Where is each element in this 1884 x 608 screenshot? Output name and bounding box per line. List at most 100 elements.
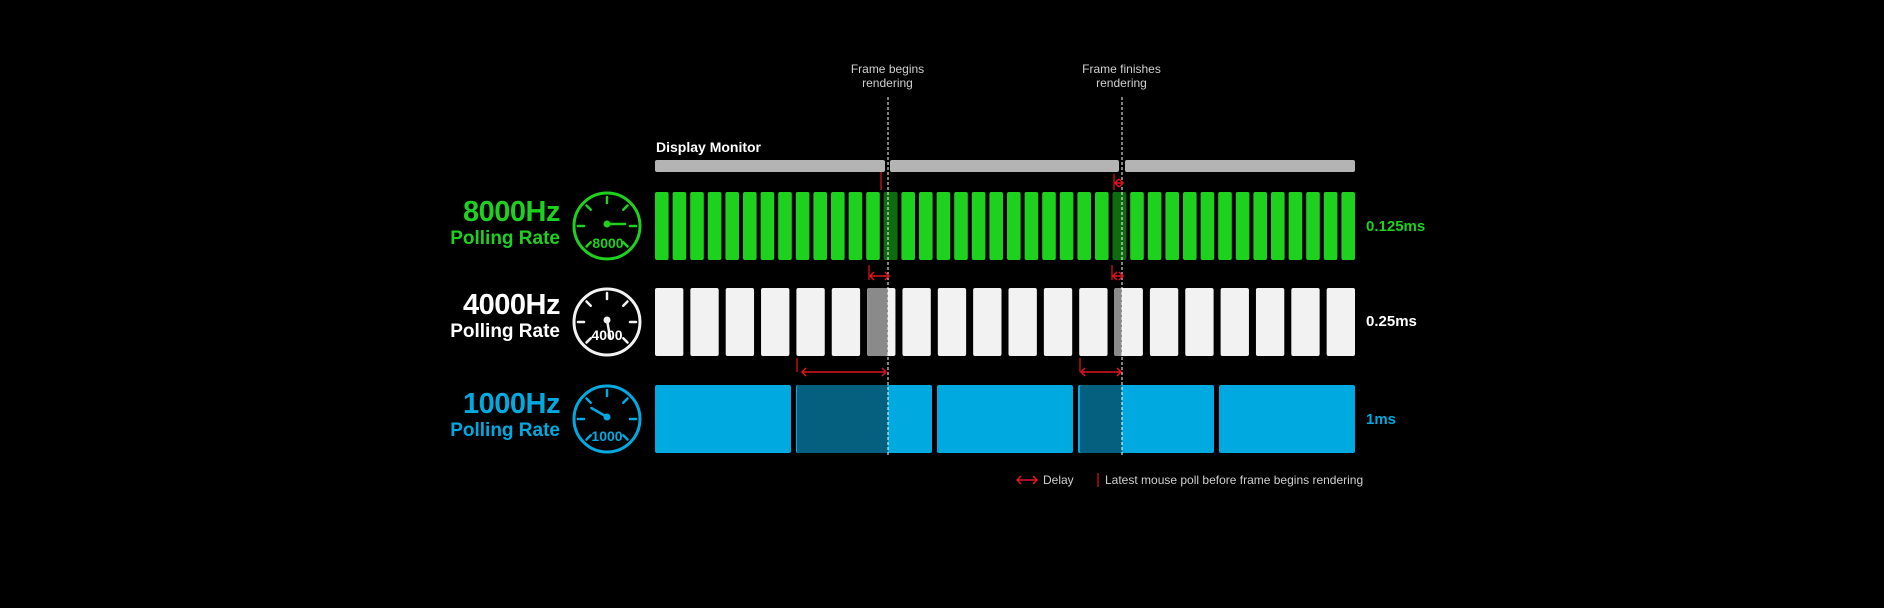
poll-block-8000 [1077, 192, 1091, 260]
poll-block-8000 [901, 192, 915, 260]
poll-block-8000 [848, 192, 863, 260]
gauge-icon-4000 [572, 287, 642, 357]
poll-block-1000 [1219, 385, 1355, 453]
legend-delay-label: Delay [1043, 473, 1074, 487]
poll-block-4000 [655, 288, 684, 356]
poll-block-4000 [796, 288, 825, 356]
poll-block-1000 [655, 385, 791, 453]
latest-poll-block [797, 385, 888, 453]
gauge-number-4000: 4000 [591, 327, 623, 343]
frame-finishes-annotation: Frame finishes rendering [1064, 62, 1179, 90]
poll-block-4000 [725, 288, 755, 356]
poll-block-8000 [1095, 192, 1109, 260]
poll-block-4000 [1291, 288, 1320, 356]
monitor-segment [655, 160, 885, 172]
interval-label-1000: 1ms [1366, 411, 1397, 428]
poll-block-8000 [831, 192, 845, 260]
delay-legend-icon [1015, 475, 1039, 485]
delay-arrow [868, 271, 891, 281]
poll-block-8000 [1042, 192, 1056, 260]
poll-block-8000 [1271, 192, 1285, 260]
poll-block-1000 [937, 385, 1073, 453]
poll-block-8000 [1024, 192, 1039, 260]
latest-poll-legend-icon [1097, 473, 1099, 487]
rate-caption-4000: Polling Rate [450, 321, 560, 342]
delay-arrow [800, 367, 888, 377]
poll-block-8000 [1059, 192, 1074, 260]
delay-arrow [1111, 271, 1125, 281]
frame-finishes-line2: rendering [1096, 76, 1147, 90]
rate-caption-8000: Polling Rate [450, 228, 560, 249]
gauge-icon-1000 [572, 384, 642, 454]
latest-poll-block [883, 192, 898, 260]
poll-block-8000 [936, 192, 951, 260]
monitor-segment [1125, 160, 1355, 172]
rate-hz-4000: 4000Hz [463, 289, 560, 321]
display-monitor-label: Display Monitor [656, 139, 762, 155]
frame-finishes-line1: Frame finishes [1082, 62, 1161, 76]
poll-block-8000 [1165, 192, 1179, 260]
poll-block-8000 [1306, 192, 1320, 260]
poll-block-4000 [1185, 288, 1214, 356]
poll-block-8000 [778, 192, 792, 260]
poll-block-8000 [760, 192, 775, 260]
rate-label-1000: 1000Hz Polling Rate [390, 388, 560, 442]
poll-block-4000 [690, 288, 719, 356]
rate-hz-1000: 1000Hz [463, 388, 560, 420]
poll-block-8000 [1323, 192, 1338, 260]
poll-block-8000 [1130, 192, 1144, 260]
legend-latest-poll-label: Latest mouse poll before frame begins re… [1105, 473, 1364, 487]
poll-block-8000 [971, 192, 986, 260]
poll-block-8000 [1288, 192, 1303, 260]
frame-begins-line2: rendering [862, 76, 913, 90]
poll-block-8000 [1200, 192, 1215, 260]
poll-block-8000 [989, 192, 1003, 260]
poll-block-4000 [1043, 288, 1073, 356]
poll-block-8000 [954, 192, 968, 260]
latest-poll-block [1114, 288, 1122, 356]
poll-block-8000 [707, 192, 722, 260]
poll-block-8000 [813, 192, 827, 260]
poll-block-8000 [1007, 192, 1021, 260]
poll-block-4000 [937, 288, 967, 356]
frame-begins-annotation: Frame begins rendering [830, 62, 945, 90]
latest-poll-block [867, 288, 888, 356]
rate-hz-8000: 8000Hz [463, 196, 560, 228]
poll-block-4000 [1149, 288, 1179, 356]
poll-block-8000 [672, 192, 687, 260]
poll-block-8000 [690, 192, 704, 260]
gauge-icon-8000 [572, 191, 642, 261]
poll-block-4000 [1079, 288, 1108, 356]
poll-block-4000 [1326, 288, 1355, 356]
interval-label-8000: 0.125ms [1366, 218, 1426, 235]
latest-poll-block [1080, 385, 1122, 453]
rate-caption-1000: Polling Rate [450, 420, 560, 441]
poll-block-4000 [761, 288, 790, 356]
poll-block-4000 [1008, 288, 1037, 356]
poll-block-4000 [831, 288, 861, 356]
poll-block-8000 [866, 192, 880, 260]
poll-block-4000 [1220, 288, 1249, 356]
delay-arrow [1079, 367, 1123, 377]
poll-block-8000 [1235, 192, 1250, 260]
gauge-number-8000: 8000 [592, 235, 624, 251]
poll-block-4000 [973, 288, 1002, 356]
rate-label-8000: 8000Hz Polling Rate [390, 196, 560, 250]
monitor-segment [890, 160, 1119, 172]
rate-label-4000: 4000Hz Polling Rate [390, 289, 560, 343]
poll-block-8000 [1341, 192, 1355, 260]
gauge-number-1000: 1000 [591, 428, 623, 444]
interval-label-4000: 0.25ms [1366, 313, 1417, 330]
poll-block-8000 [743, 192, 757, 260]
poll-block-4000 [1255, 288, 1285, 356]
delay-arrow [1113, 178, 1125, 188]
poll-block-8000 [1147, 192, 1162, 260]
poll-block-8000 [1253, 192, 1267, 260]
poll-block-8000 [725, 192, 739, 260]
latest-poll-block [1112, 192, 1127, 260]
poll-block-8000 [1218, 192, 1232, 260]
frame-begins-line1: Frame begins [850, 62, 925, 76]
poll-block-8000 [919, 192, 933, 260]
